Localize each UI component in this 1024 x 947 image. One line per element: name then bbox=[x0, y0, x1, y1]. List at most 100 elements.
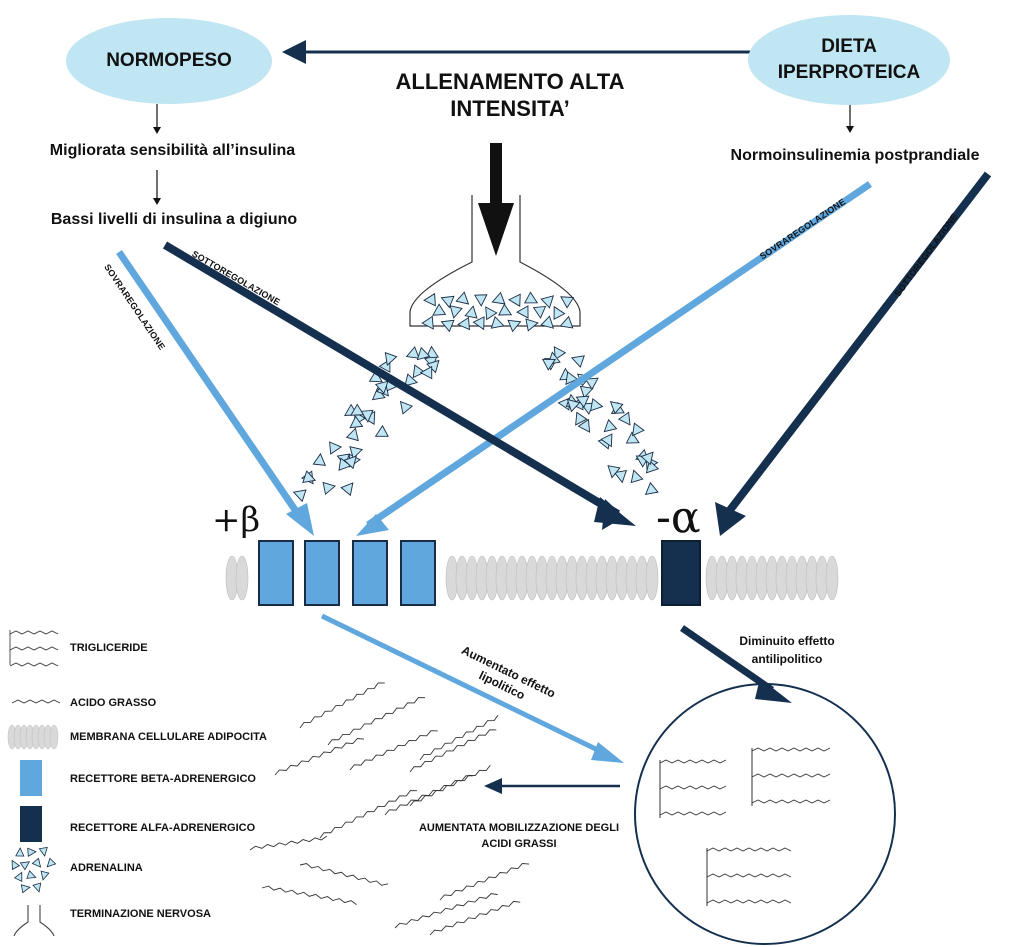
adrenaline-molecule bbox=[575, 395, 590, 409]
beta-receptor bbox=[258, 540, 294, 606]
fatty-acid bbox=[274, 738, 365, 776]
fatty-acid bbox=[706, 899, 792, 904]
adrenaline-molecule bbox=[425, 345, 440, 359]
fatty-acid bbox=[9, 662, 59, 667]
fatty-acid bbox=[327, 697, 426, 746]
adrenaline-molecule bbox=[507, 319, 522, 333]
triglyceride-icon bbox=[9, 630, 59, 667]
adrenaline-molecule bbox=[559, 315, 574, 329]
beta-receptor bbox=[304, 540, 340, 606]
fatty-acid bbox=[349, 730, 438, 771]
fatty-acid bbox=[319, 790, 418, 839]
adrenaline-molecule bbox=[412, 364, 426, 379]
fatty-acid bbox=[299, 682, 385, 729]
adrenaline-molecule bbox=[399, 400, 414, 415]
adrenaline-molecule bbox=[343, 455, 357, 470]
adrenaline-molecule bbox=[349, 446, 364, 460]
legend-label-nerve-ending: TERMINAZIONE NERVOSA bbox=[70, 908, 211, 920]
adrenaline-molecule bbox=[491, 291, 506, 305]
fatty-acid bbox=[706, 847, 792, 852]
fatty-acid bbox=[706, 873, 792, 878]
legend-label-adrenaline: ADRENALINA bbox=[70, 862, 143, 874]
adrenaline-molecule bbox=[566, 398, 581, 413]
beta-receptor-icon bbox=[20, 760, 42, 796]
fatty-acid bbox=[659, 759, 727, 764]
flow-arrows bbox=[153, 104, 854, 205]
adrenaline-molecule bbox=[360, 409, 374, 423]
legend-label-triglyceride: TRIGLICERIDE bbox=[70, 642, 148, 654]
adrenaline-molecule bbox=[540, 295, 555, 309]
adrenaline-molecule bbox=[516, 305, 529, 319]
triglyceride bbox=[706, 847, 792, 906]
fatty-acid bbox=[751, 799, 831, 804]
adrenaline-molecule bbox=[579, 385, 594, 399]
adrenaline-molecule bbox=[374, 424, 389, 437]
membrane-bead bbox=[825, 555, 839, 601]
fatty-acid bbox=[384, 775, 473, 816]
adrenaline-molecule bbox=[349, 415, 364, 429]
adrenaline-molecule bbox=[472, 316, 485, 331]
adrenaline-molecule bbox=[474, 294, 488, 307]
fatty-acid-icon bbox=[11, 699, 61, 704]
adrenaline-molecule bbox=[340, 482, 354, 497]
legend-label-membrane: MEMBRANA CELLULARE ADIPOCITA bbox=[70, 731, 267, 743]
legend-icons bbox=[7, 630, 61, 937]
adrenaline-molecule bbox=[613, 470, 628, 484]
adrenaline-molecule bbox=[607, 465, 621, 479]
normopeso-node: NORMOPESO bbox=[66, 18, 272, 104]
fatty-acid bbox=[429, 900, 521, 936]
fatty-acid bbox=[261, 885, 357, 906]
adrenaline-molecule bbox=[464, 305, 478, 319]
training-arrow bbox=[478, 143, 514, 256]
adrenaline-molecule bbox=[525, 318, 539, 332]
top-arrow bbox=[282, 40, 752, 64]
adrenaline-molecule bbox=[644, 481, 659, 495]
membrane-icon bbox=[7, 724, 59, 750]
adrenaline-molecule bbox=[440, 319, 455, 333]
adrenaline-molecule bbox=[498, 303, 513, 316]
allenamento-label: ALLENAMENTO ALTA INTENSITA’ bbox=[395, 69, 625, 121]
adrenaline-molecule bbox=[577, 418, 591, 433]
adrenaline-molecule bbox=[322, 481, 336, 496]
adrenaline-molecule bbox=[617, 411, 631, 426]
fatty-acid bbox=[659, 785, 727, 790]
adrenaline-molecule bbox=[416, 346, 431, 361]
fatty-acid bbox=[419, 714, 499, 761]
adipocyte-membrane bbox=[225, 555, 839, 601]
normoinsulinemia-label: Normoinsulinemia postprandiale bbox=[730, 147, 980, 164]
adrenaline-molecule bbox=[302, 470, 317, 484]
fatty-acid bbox=[249, 835, 328, 851]
adrenaline-molecule bbox=[292, 489, 307, 503]
nerve-ending-icon bbox=[13, 905, 55, 937]
adrenaline-molecule bbox=[312, 452, 327, 466]
adrenaline-molecule bbox=[541, 358, 557, 371]
sensibilita-label: Migliorata sensibilità all’insulina bbox=[49, 142, 296, 159]
triglycerides bbox=[659, 747, 831, 906]
adrenaline-molecule bbox=[590, 397, 604, 412]
dieta-label: DIETA IPERPROTEICA bbox=[777, 36, 921, 83]
adrenaline-molecule bbox=[630, 469, 644, 484]
fatty-acid bbox=[394, 893, 498, 929]
adrenaline-molecules bbox=[292, 291, 660, 503]
adrenaline-molecule bbox=[640, 451, 654, 466]
adrenaline-molecule bbox=[603, 418, 618, 433]
adrenaline-molecule bbox=[540, 315, 555, 329]
adrenaline-molecule bbox=[632, 422, 645, 437]
adrenaline-molecule bbox=[532, 305, 547, 319]
adrenaline-molecule bbox=[384, 352, 398, 366]
membrane-bead bbox=[235, 555, 249, 601]
adrenaline-molecule bbox=[523, 291, 539, 304]
adrenaline-molecule bbox=[374, 380, 389, 395]
adrenaline-icon bbox=[11, 846, 57, 894]
fatty-acid bbox=[409, 729, 497, 773]
adrenaline-molecule bbox=[570, 355, 585, 368]
adrenaline-molecule bbox=[625, 431, 640, 444]
fatty-acid bbox=[299, 863, 389, 886]
regulation-arrows bbox=[116, 171, 992, 536]
adrenaline-molecule bbox=[560, 296, 575, 309]
adrenaline-molecule bbox=[600, 433, 613, 448]
fatty-acid bbox=[659, 811, 727, 816]
normopeso-label: NORMOPESO bbox=[106, 50, 232, 71]
